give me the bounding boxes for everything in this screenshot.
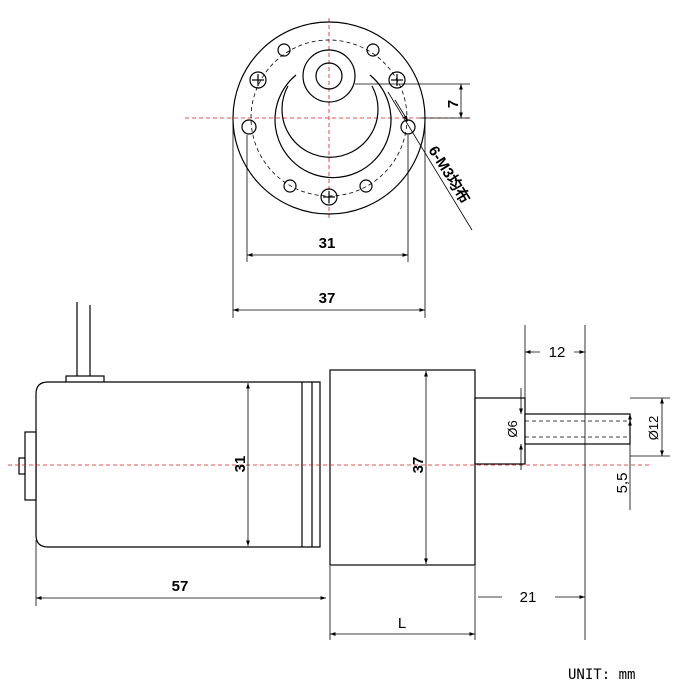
output-shaft bbox=[524, 413, 631, 445]
screw-head-top-right bbox=[388, 71, 406, 89]
dim-motor-length: 57 bbox=[172, 578, 189, 595]
mount-hole-top-left bbox=[277, 43, 291, 57]
mount-hole-bottom-right bbox=[359, 179, 373, 193]
front-view: 7 6-M3均布 31 37 bbox=[185, 18, 474, 318]
mount-hole-right bbox=[400, 119, 416, 135]
dim-bolt-spacing: 31 bbox=[319, 235, 336, 252]
dim-gearbox-length: L bbox=[398, 615, 406, 632]
dim-body-diameter: 37 bbox=[319, 290, 336, 307]
mount-hole-left bbox=[241, 119, 257, 135]
motor-can bbox=[35, 381, 321, 548]
hole-note-leader bbox=[387, 91, 473, 231]
shaft-arc-slot-inner bbox=[281, 85, 379, 158]
rear-shaft-stub bbox=[18, 457, 26, 475]
dim-shaft-total: 21 bbox=[520, 589, 537, 606]
shaft-hub-inner bbox=[315, 62, 343, 90]
dim-motor-diameter: 31 bbox=[232, 456, 249, 473]
dim-shaft-offset: 7 bbox=[445, 100, 462, 108]
dim-shaft-length: 12 bbox=[549, 344, 566, 361]
hole-note: 6-M3均布 bbox=[425, 143, 474, 207]
dim-gearbox-diameter: 37 bbox=[410, 457, 427, 474]
dim-flat: 5,5 bbox=[614, 473, 631, 494]
shaft-arc-slot bbox=[274, 74, 392, 179]
rear-bushing bbox=[24, 431, 37, 501]
dim-hub-diameter: Ø12 bbox=[646, 416, 661, 441]
mount-hole-bottom-left bbox=[283, 179, 297, 193]
dim-shaft-diameter: Ø6 bbox=[505, 420, 520, 437]
gearbox-body bbox=[329, 369, 476, 566]
unit-label: UNIT: mm bbox=[568, 667, 635, 683]
output-hub bbox=[474, 397, 526, 465]
shaft-hub-outer bbox=[302, 49, 356, 103]
side-view: 31 37 57 L 21 12 Ø6 Ø12 5 bbox=[8, 302, 670, 640]
mount-hole-top-right bbox=[366, 43, 380, 57]
screw-head-bottom bbox=[320, 188, 338, 206]
screw-head-top-left bbox=[249, 71, 267, 89]
